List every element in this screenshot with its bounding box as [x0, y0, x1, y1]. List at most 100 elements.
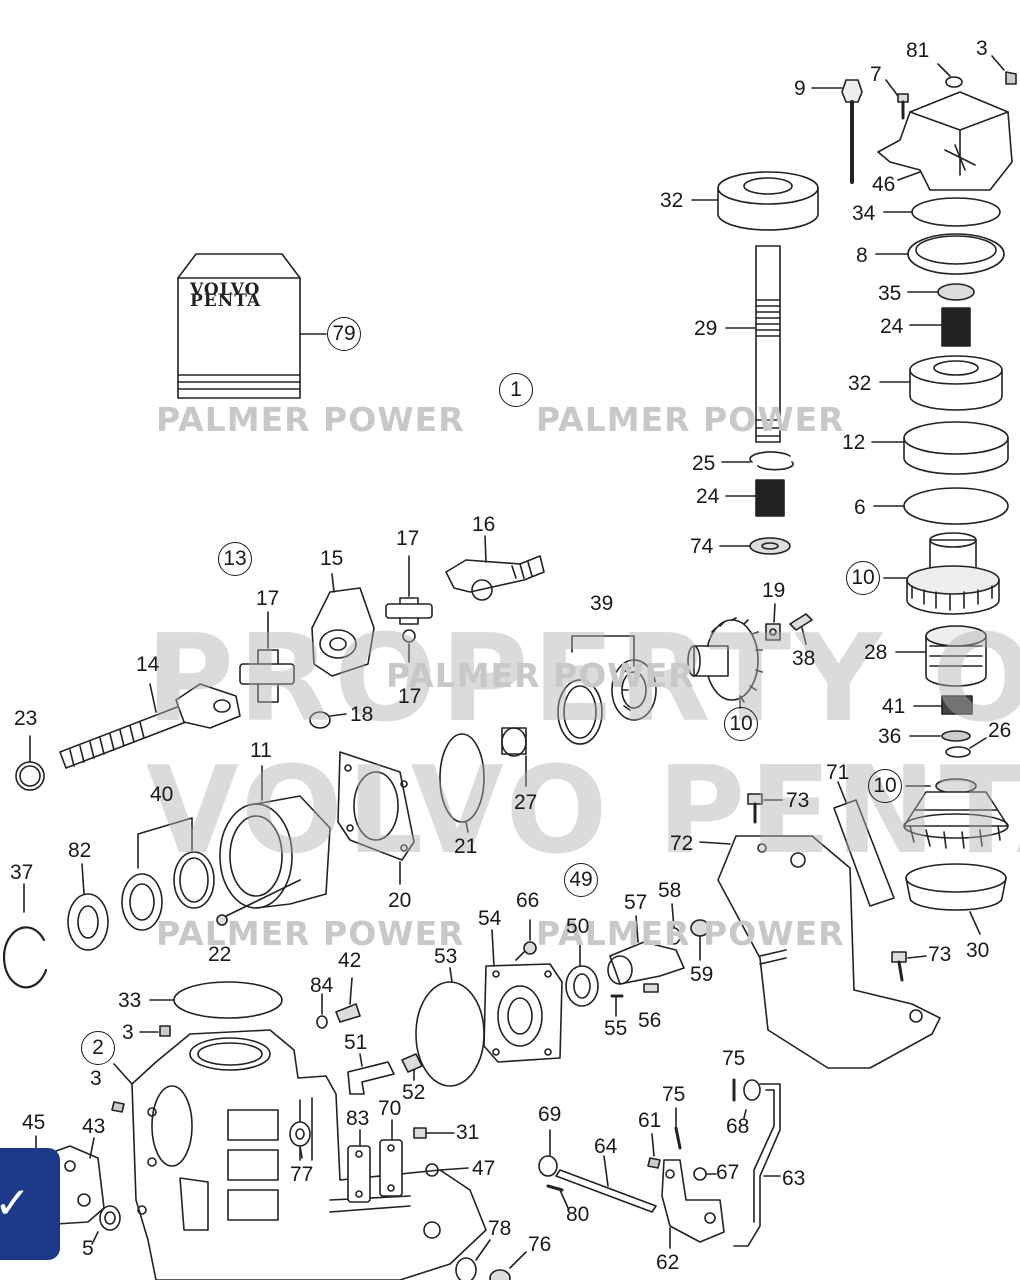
callout: 32: [660, 189, 684, 212]
watermark-palmer-power-3: PALMER POWER: [386, 656, 695, 695]
callout: 27: [514, 791, 538, 814]
nut-3-mid: [159, 1025, 171, 1037]
bushing-27: [501, 727, 527, 787]
callout: 83: [346, 1107, 370, 1130]
callout: 26: [988, 719, 1012, 742]
callout: 37: [10, 861, 34, 884]
watermark-palmer-power-2: PALMER POWER: [536, 400, 845, 439]
security-badge[interactable]: [0, 1148, 60, 1260]
bracket-72: [699, 835, 941, 1069]
callout: 73: [786, 789, 810, 812]
link-rod-63: [733, 1083, 781, 1247]
callout: 3: [90, 1067, 102, 1090]
manual-icon: [177, 253, 327, 399]
callout: 20: [388, 889, 412, 912]
cover-plate-83: [347, 1129, 371, 1203]
callout: 76: [528, 1233, 552, 1256]
callout: 80: [566, 1203, 590, 1226]
callout: 22: [208, 943, 232, 966]
callout: 31: [456, 1121, 480, 1144]
callout: 53: [434, 945, 458, 968]
key-56: [643, 983, 659, 993]
callout: 43: [82, 1115, 106, 1138]
screw-31: [413, 1127, 455, 1139]
callout: 6: [854, 496, 866, 519]
callout-circled: 10: [868, 769, 902, 803]
callout-circled: 49: [564, 863, 598, 897]
leader-47: [439, 1167, 469, 1171]
nut-3: [1005, 71, 1017, 85]
callout: 35: [878, 282, 902, 305]
clip-23: [15, 735, 45, 791]
callout: 9: [794, 77, 806, 100]
callout: 81: [906, 39, 930, 62]
callout: 28: [864, 641, 888, 664]
callout: 14: [136, 653, 160, 676]
callout: 15: [320, 547, 344, 570]
callout: 56: [638, 1009, 662, 1032]
callout: 21: [454, 835, 478, 858]
manual-logo-line1: VOLVO: [190, 280, 261, 300]
housing-11: [219, 765, 331, 909]
part-41: [941, 695, 973, 715]
callout: 7: [870, 63, 882, 86]
callout: 58: [658, 879, 682, 902]
shaft-29: [725, 245, 781, 443]
callout: 39: [590, 592, 614, 615]
screw-73-upper: [747, 793, 783, 824]
callout: 67: [716, 1161, 740, 1184]
callout: 55: [604, 1017, 628, 1040]
u-joint-cross-17-left: [239, 611, 295, 703]
callout: 40: [150, 783, 174, 806]
callout: 73: [928, 943, 952, 966]
gasket-53: [415, 981, 485, 1087]
washer-69: [538, 1129, 558, 1177]
callout: 84: [310, 974, 334, 997]
screw-22: [217, 879, 301, 921]
callout: 24: [696, 485, 720, 508]
bearing-24-right: [941, 307, 971, 347]
callout: 59: [690, 963, 714, 986]
callout: 33: [118, 989, 142, 1012]
washer-84: [316, 1015, 328, 1029]
callout: 63: [782, 1167, 806, 1190]
part-77: [289, 1121, 311, 1159]
callout: 50: [566, 915, 590, 938]
callout: 34: [852, 202, 876, 225]
ring-18: [309, 711, 331, 729]
coupling-15: [311, 573, 375, 677]
gear-10-lower: [903, 778, 1009, 849]
callout: 38: [792, 647, 816, 670]
callout: 57: [624, 891, 648, 914]
washer-5: [91, 1205, 121, 1245]
callout: 72: [670, 832, 694, 855]
circlip-37: [2, 883, 48, 989]
main-housing-2: [113, 1029, 487, 1280]
callout-circled: 79: [327, 317, 361, 351]
washer-81: [945, 76, 963, 88]
callout: 17: [398, 685, 422, 708]
callout: 69: [538, 1103, 562, 1126]
callout: 78: [488, 1217, 512, 1240]
callout: 23: [14, 707, 38, 730]
callout: 42: [338, 949, 362, 972]
callout: 82: [68, 839, 92, 862]
callout: 45: [22, 1111, 46, 1134]
u-joint-cross-17-upper: [385, 555, 433, 663]
watermark-property-of: PROPERTY OF: [146, 610, 1020, 749]
clip-67: [693, 1167, 717, 1181]
ring-12: [871, 421, 1009, 475]
callout: 3: [976, 37, 988, 60]
plug-52: [401, 1053, 423, 1081]
callout: 77: [290, 1163, 314, 1186]
yoke-16: [445, 535, 545, 601]
callout: 12: [842, 431, 866, 454]
flange-54: [483, 929, 563, 1063]
callout: 46: [872, 173, 896, 196]
callout: 62: [656, 1251, 680, 1274]
callout: 64: [594, 1135, 618, 1158]
o-ring-34: [911, 197, 1001, 227]
callout: 71: [826, 761, 850, 784]
bearing-28: [895, 625, 987, 687]
